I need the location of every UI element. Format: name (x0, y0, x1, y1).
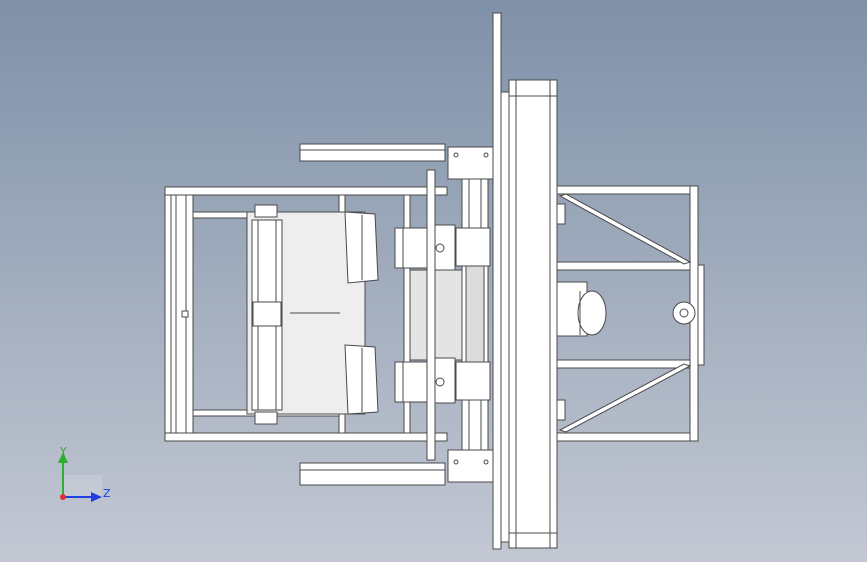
lower-cylinder (394, 361, 431, 403)
mast-chain (465, 261, 485, 363)
castor-assembly (556, 281, 696, 337)
mast-guides (426, 146, 495, 483)
main-body (492, 12, 558, 550)
truss-bottom-rail (556, 432, 698, 442)
z-axis-arrowhead (91, 492, 102, 502)
truss-end-plate (697, 264, 705, 366)
coordinate-triad: Y Z (58, 445, 111, 502)
forks (299, 143, 446, 486)
left-frame-top-rail (164, 186, 448, 196)
clamp-assembly (246, 204, 466, 425)
upper-carriage-plate (455, 227, 491, 267)
y-axis-label: Y (59, 445, 67, 458)
upper-cylinder (394, 227, 431, 269)
truss-upper-crossbar (556, 261, 698, 271)
left-frame-inner-post (170, 186, 177, 442)
left-clamp-top-cap (254, 204, 278, 218)
left-frame-bottom-rail (164, 432, 448, 442)
lower-fork (299, 462, 446, 486)
truss-upper-brace (558, 193, 692, 265)
castor-wheel (577, 290, 607, 336)
upper-fork (299, 143, 446, 162)
truss-lower-brace (558, 363, 692, 433)
z-axis-label: Z (103, 487, 111, 500)
left-frame-pin (181, 310, 189, 318)
left-clamp-bottom-cap (254, 411, 278, 425)
upper-mast-head (447, 146, 495, 180)
truss-lower-crossbar (556, 359, 698, 369)
left-clamp-center-block (252, 301, 282, 327)
y-axis-arrowhead (58, 452, 68, 463)
lower-carriage-plate (455, 361, 491, 401)
origin-marker (60, 494, 66, 500)
mast-guide-outer (426, 169, 436, 461)
inner-plate (409, 269, 466, 361)
tall-mast-plate (492, 12, 502, 550)
lower-mast-head (447, 449, 495, 483)
chassis-body (508, 79, 558, 549)
mast-inner-plate (500, 91, 510, 543)
truss-top-rail (556, 185, 698, 195)
